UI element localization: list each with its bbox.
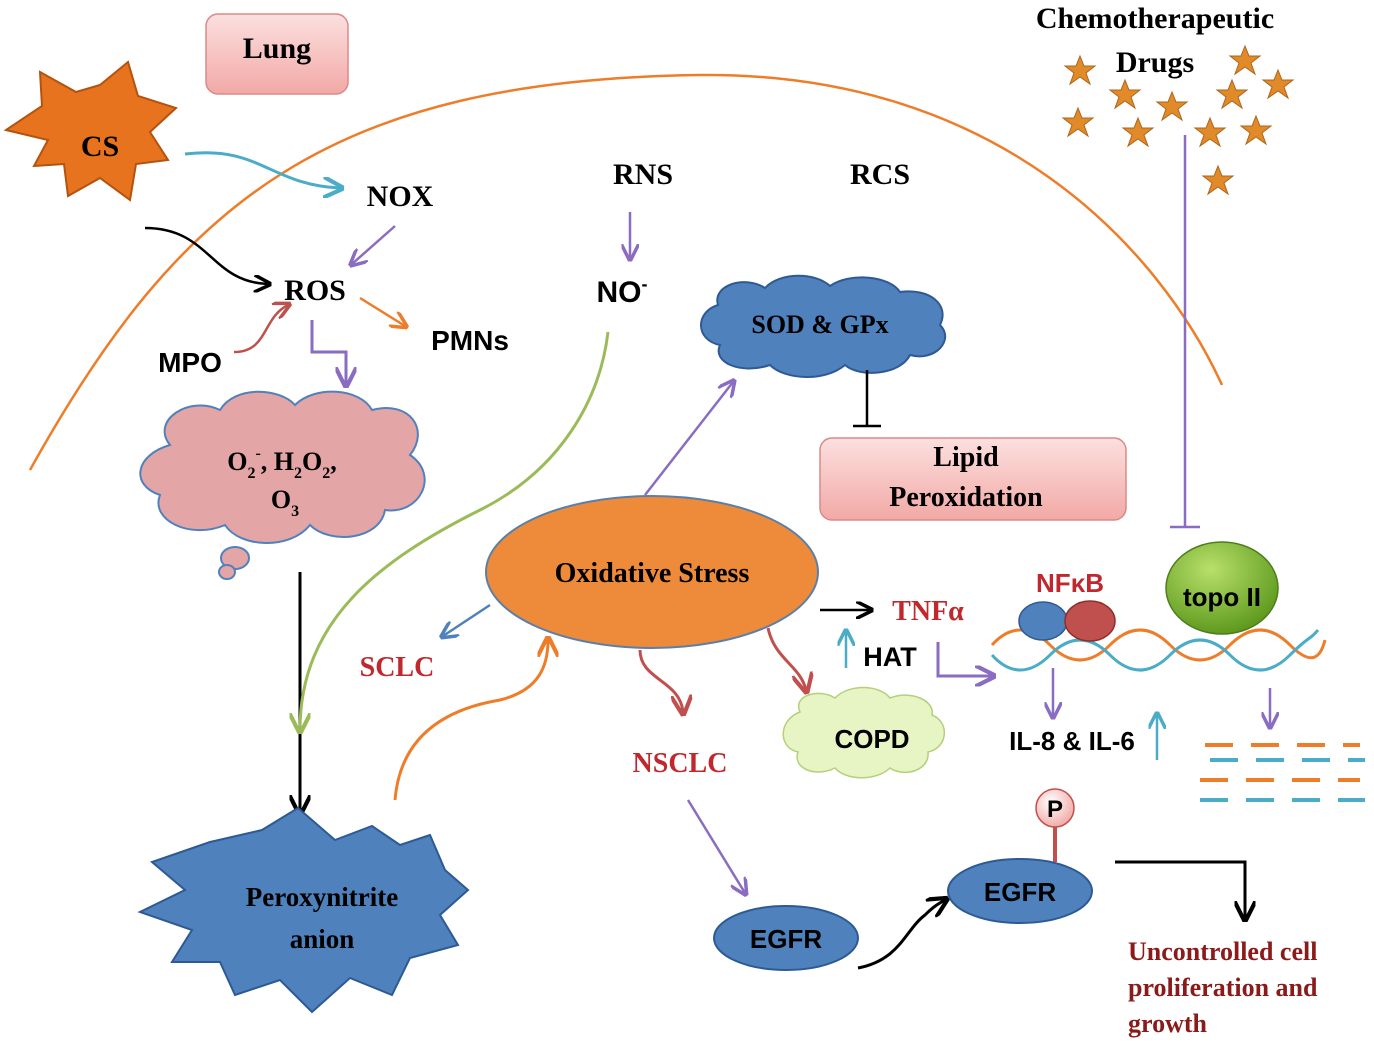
egfr-activation-arrow — [857, 900, 945, 970]
egfr-node-2 — [947, 858, 1093, 924]
sod-gpx-cloud: SOD & GPx — [700, 274, 947, 378]
lipid-peroxidation-box: Lipid Peroxidation — [819, 437, 1127, 521]
rns-label: RNS — [613, 158, 673, 191]
star-icon — [1193, 116, 1227, 148]
star-icon — [1108, 78, 1142, 110]
lipid-line1: Lipid — [933, 442, 999, 473]
no-label: NO- — [597, 274, 648, 309]
copd-label: COPD — [834, 724, 909, 754]
peroxynitrite-line1: Peroxynitrite — [246, 882, 398, 912]
uncontrolled-line3: growth — [1128, 1009, 1208, 1038]
star-icon — [1239, 114, 1273, 146]
ros-label: ROS — [284, 274, 346, 307]
nfkb-subunit-blue — [1018, 601, 1068, 641]
star-icon — [1061, 106, 1095, 138]
lung-label: Lung — [243, 32, 311, 65]
nsclc-label: NSCLC — [633, 748, 728, 779]
rcs-label: RCS — [850, 158, 910, 191]
star-icon — [1121, 116, 1155, 148]
cs-label: CS — [81, 130, 119, 163]
lung-outline — [28, 73, 1224, 471]
drug-stars — [1061, 44, 1295, 196]
peroxynitrite-line2: anion — [290, 924, 355, 954]
star-icon — [1063, 54, 1097, 86]
egfr-label-1: EGFR — [750, 924, 822, 954]
cs-starburst: CS — [3, 60, 178, 202]
mpo-to-ros-arrow — [233, 305, 288, 354]
hat-to-dna-arrow — [936, 642, 992, 676]
copd-cloud: COPD — [782, 686, 946, 779]
nsclc-to-egfr-arrow — [686, 799, 745, 893]
uncontrolled-line2: proliferation and — [1128, 973, 1318, 1002]
lung-label-box: Lung — [205, 13, 349, 95]
phospho-circle — [1035, 788, 1075, 828]
ros-to-pmns-arrow — [359, 296, 405, 326]
mpo-label: MPO — [158, 347, 222, 378]
transcript-dashes — [1200, 743, 1365, 802]
radicals-cloud: O2-, H2O2, O3 — [139, 390, 426, 580]
uncontrolled-line1: Uncontrolled cell — [1128, 937, 1317, 966]
nfkb-subunit-red — [1064, 600, 1116, 642]
star-icon — [1261, 68, 1295, 100]
sclc-label: SCLC — [360, 652, 435, 683]
lipid-line2: Peroxidation — [889, 482, 1043, 513]
radicals-line2: O3 — [271, 485, 299, 520]
pmns-label: PMNs — [431, 325, 509, 356]
sod-gpx-label: SOD & GPx — [751, 310, 888, 339]
hat-label: HAT — [863, 642, 917, 672]
oxidative-stress-label: Oxidative Stress — [555, 558, 750, 589]
star-icon — [1228, 44, 1262, 76]
star-icon — [1215, 78, 1249, 110]
stress-to-sclc-arrow — [443, 603, 491, 636]
nox-to-ros-arrow — [352, 225, 396, 264]
cs-to-nox-arrow — [184, 151, 340, 188]
chemo-line1: Chemotherapeutic — [1036, 2, 1274, 35]
egfr-to-proliferation-arrow — [1115, 860, 1245, 918]
chemo-line2: Drugs — [1116, 46, 1194, 79]
stress-to-nsclc-arrow — [638, 649, 683, 712]
tnf-label: TNFα — [892, 596, 964, 627]
topo-ii-node: topo II — [1165, 541, 1279, 635]
il-label: IL-8 & IL-6 — [1009, 726, 1135, 756]
nfkb-label: NFκB — [1036, 568, 1104, 598]
radicals-line1: O2-, H2O2, — [227, 445, 337, 482]
nox-label: NOX — [367, 180, 434, 213]
peroxynitrite-to-stress-arrow — [393, 640, 548, 801]
no-to-peroxynitrite-arrow — [300, 331, 610, 730]
dna-strands — [990, 628, 1327, 672]
phospho-label: P — [1047, 796, 1063, 823]
egfr-node-1 — [713, 905, 859, 971]
star-icon — [1201, 164, 1235, 196]
star-icon — [1155, 90, 1189, 122]
cs-to-ros-arrow — [144, 226, 268, 284]
oxidative-stress-node: Oxidative Stress — [485, 495, 819, 649]
ros-to-radicals-arrow — [310, 320, 346, 384]
peroxynitrite-starburst: Peroxynitrite anion — [137, 806, 470, 1014]
topo-label: topo II — [1183, 582, 1261, 612]
stress-to-copd-arrow — [766, 627, 806, 690]
egfr-label-2: EGFR — [984, 877, 1056, 907]
stress-to-sod-arrow — [644, 382, 733, 496]
